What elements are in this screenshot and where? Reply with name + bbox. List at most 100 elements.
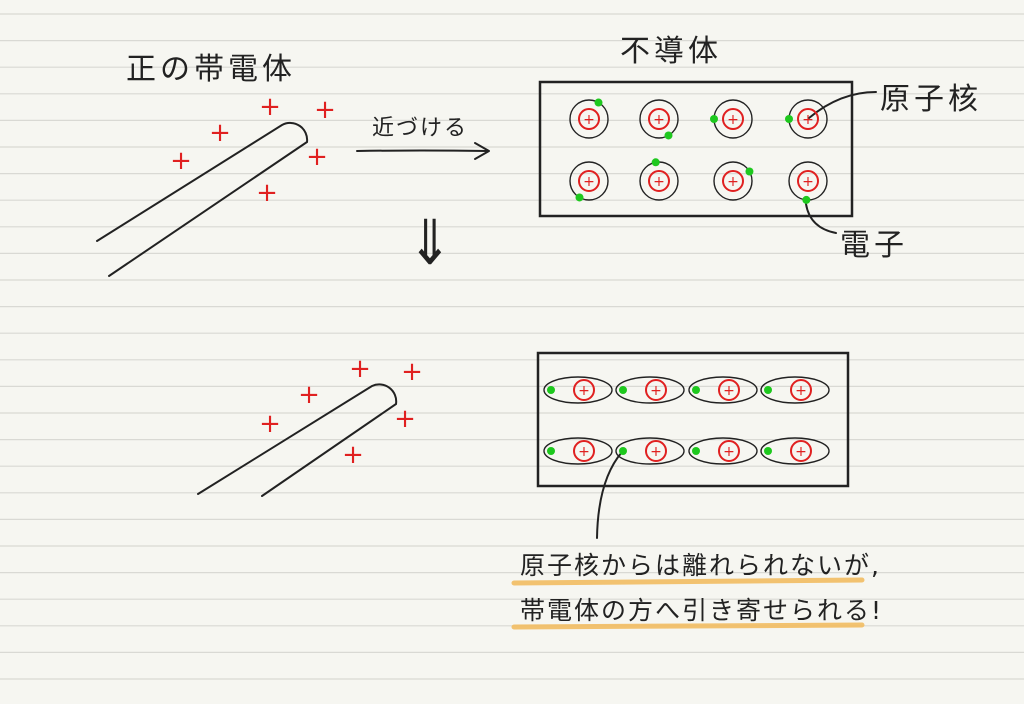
plus-charge: + [170, 146, 192, 176]
atom: + [788, 161, 828, 204]
ruled-lines [0, 13, 1024, 680]
atom: + [615, 437, 685, 465]
electron-orbit [713, 161, 753, 201]
nucleus-label: 原子核 [880, 82, 982, 117]
electron-dot [575, 193, 584, 202]
plus-charge: + [306, 142, 328, 172]
nucleus-circle [718, 440, 740, 462]
highlight-line-2 [511, 622, 865, 630]
electron-dot [710, 115, 718, 123]
atom: + [639, 99, 679, 140]
electron-orbit [569, 99, 609, 139]
note-line-2: 帯電体の方へ引き寄せられる! [520, 596, 884, 625]
charged-rod-bottom [197, 383, 398, 497]
electron-dot [692, 386, 700, 394]
plus-charge: + [394, 404, 416, 434]
electron-dot [785, 115, 793, 123]
nucleus-plus: + [583, 174, 595, 190]
nucleus-circle [722, 170, 744, 192]
nucleus-circle [722, 108, 744, 130]
atom: + [713, 161, 754, 201]
electron-dot [664, 131, 673, 140]
atom: + [639, 158, 679, 201]
atom: + [760, 376, 830, 404]
nucleus-plus: + [650, 444, 662, 460]
charges-bottom: + + + + + + [259, 354, 423, 470]
electron-dot [547, 447, 555, 455]
nucleus-plus: + [802, 112, 814, 128]
electron-orbit [760, 437, 830, 465]
atom: + [615, 376, 685, 404]
nucleus-plus: + [653, 174, 665, 190]
nucleus-plus: + [723, 444, 735, 460]
electron-dot [764, 386, 772, 394]
plus-charge: + [259, 409, 281, 439]
plus-charge: + [256, 178, 278, 208]
electron-orbit [688, 376, 758, 404]
atoms-polarized: + + + + + + + + [543, 376, 830, 465]
plus-charge: + [259, 92, 281, 122]
insulator-box-top [538, 80, 854, 218]
nucleus-circle [645, 379, 667, 401]
note-leader-line [596, 451, 623, 539]
nucleus-plus: + [578, 444, 590, 460]
down-arrow-icon: ⇓ [407, 206, 453, 279]
nucleus-plus: + [795, 383, 807, 399]
highlight-line-1 [511, 577, 865, 586]
charges-top: + + + + + + [170, 92, 336, 208]
nucleus-circle [578, 170, 600, 192]
atom: + [760, 437, 830, 465]
nucleus-circle [797, 108, 819, 130]
charged-rod-top [96, 122, 309, 277]
electron-orbit [615, 376, 685, 404]
nucleus-plus: + [578, 383, 590, 399]
nucleus-circle [790, 379, 812, 401]
electron-dot [619, 386, 627, 394]
atom: + [543, 376, 613, 404]
electron-label: 電子 [840, 228, 908, 263]
nucleus-circle [797, 170, 819, 192]
electron-orbit [543, 437, 613, 465]
insulator-box-bottom [536, 351, 850, 488]
approach-arrow [356, 142, 490, 160]
electron-leader-line [805, 203, 837, 234]
electron-dot [651, 158, 660, 167]
electron-orbit [543, 376, 613, 404]
electron-dot [692, 447, 700, 455]
atom: + [688, 376, 758, 404]
nucleus-plus: + [802, 174, 814, 190]
nucleus-circle [790, 440, 812, 462]
nucleus-circle [578, 108, 600, 130]
plus-charge: + [209, 118, 231, 148]
electron-orbit [639, 99, 679, 139]
charged-body-title: 正の帯電体 [126, 52, 296, 87]
atom: + [569, 98, 609, 139]
approach-label: 近づける [372, 116, 469, 141]
nucleus-circle [645, 440, 667, 462]
atoms-unpolarized: + + + + + + + + [569, 98, 828, 204]
nucleus-plus: + [653, 112, 665, 128]
nucleus-circle [573, 440, 595, 462]
plus-charge: + [314, 95, 336, 125]
nucleus-plus: + [727, 174, 739, 190]
electron-dot [547, 386, 555, 394]
electron-orbit [760, 376, 830, 404]
nucleus-plus: + [727, 112, 739, 128]
nucleus-circle [573, 379, 595, 401]
plus-charge: + [401, 357, 423, 387]
plus-charge: + [342, 440, 364, 470]
nucleus-circle [648, 170, 670, 192]
electron-orbit [688, 437, 758, 465]
electron-orbit [615, 437, 685, 465]
nucleus-plus: + [723, 383, 735, 399]
electron-dot [764, 447, 772, 455]
nucleus-plus: + [795, 444, 807, 460]
plus-charge: + [349, 354, 371, 384]
atom: + [710, 99, 753, 139]
electron-dot [802, 195, 811, 204]
note-line-1: 原子核からは離れられないが, [520, 551, 881, 580]
plus-charge: + [298, 380, 320, 410]
nucleus-circle [648, 108, 670, 130]
